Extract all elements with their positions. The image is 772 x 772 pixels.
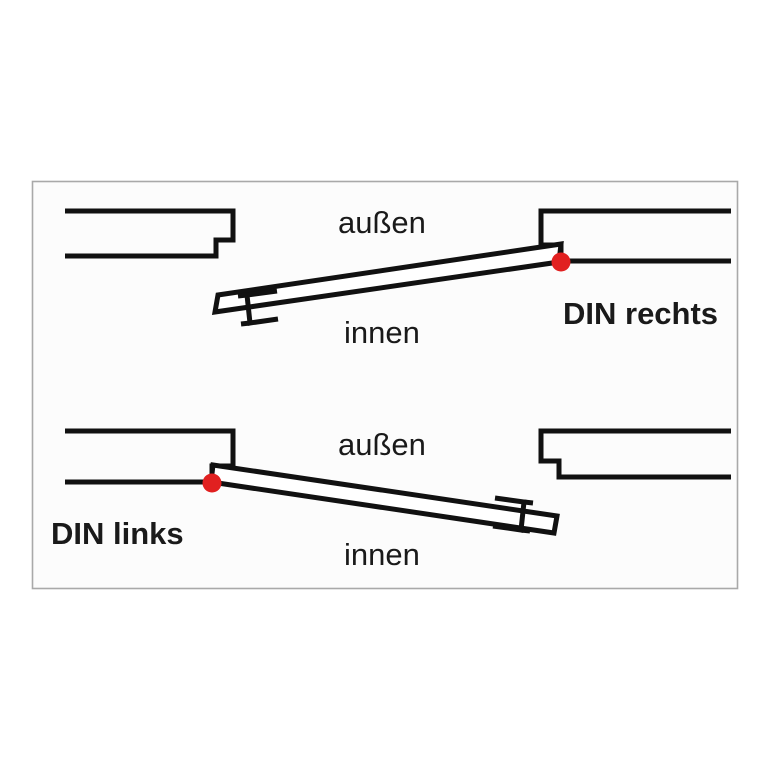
hinge-dot-bottom	[202, 473, 222, 493]
diagram-panel	[31, 180, 739, 590]
din-links-group: außen innen DIN links	[51, 427, 731, 572]
din-rechts-group: außen innen DIN rechts	[65, 205, 731, 350]
label-din-rechts: DIN rechts	[563, 296, 718, 331]
door-handle-stub-upper-bottom	[523, 499, 534, 506]
frame-right-bottom	[538, 428, 731, 480]
door-handle-bottom	[492, 495, 527, 533]
door-handle-top	[244, 288, 279, 326]
label-din-links: DIN links	[51, 516, 184, 551]
label-innen-bottom: innen	[344, 537, 420, 572]
door-handle-stub-lower-top	[240, 320, 251, 327]
label-aussen-bottom: außen	[338, 427, 426, 462]
door-handle-stub-lower-bottom	[520, 527, 531, 534]
label-innen-top: innen	[344, 315, 420, 350]
hinge-dot-top	[551, 252, 571, 272]
frame-left-top	[65, 208, 236, 259]
door-handle-stub-upper-top	[237, 292, 248, 299]
label-aussen-top: außen	[338, 205, 426, 240]
